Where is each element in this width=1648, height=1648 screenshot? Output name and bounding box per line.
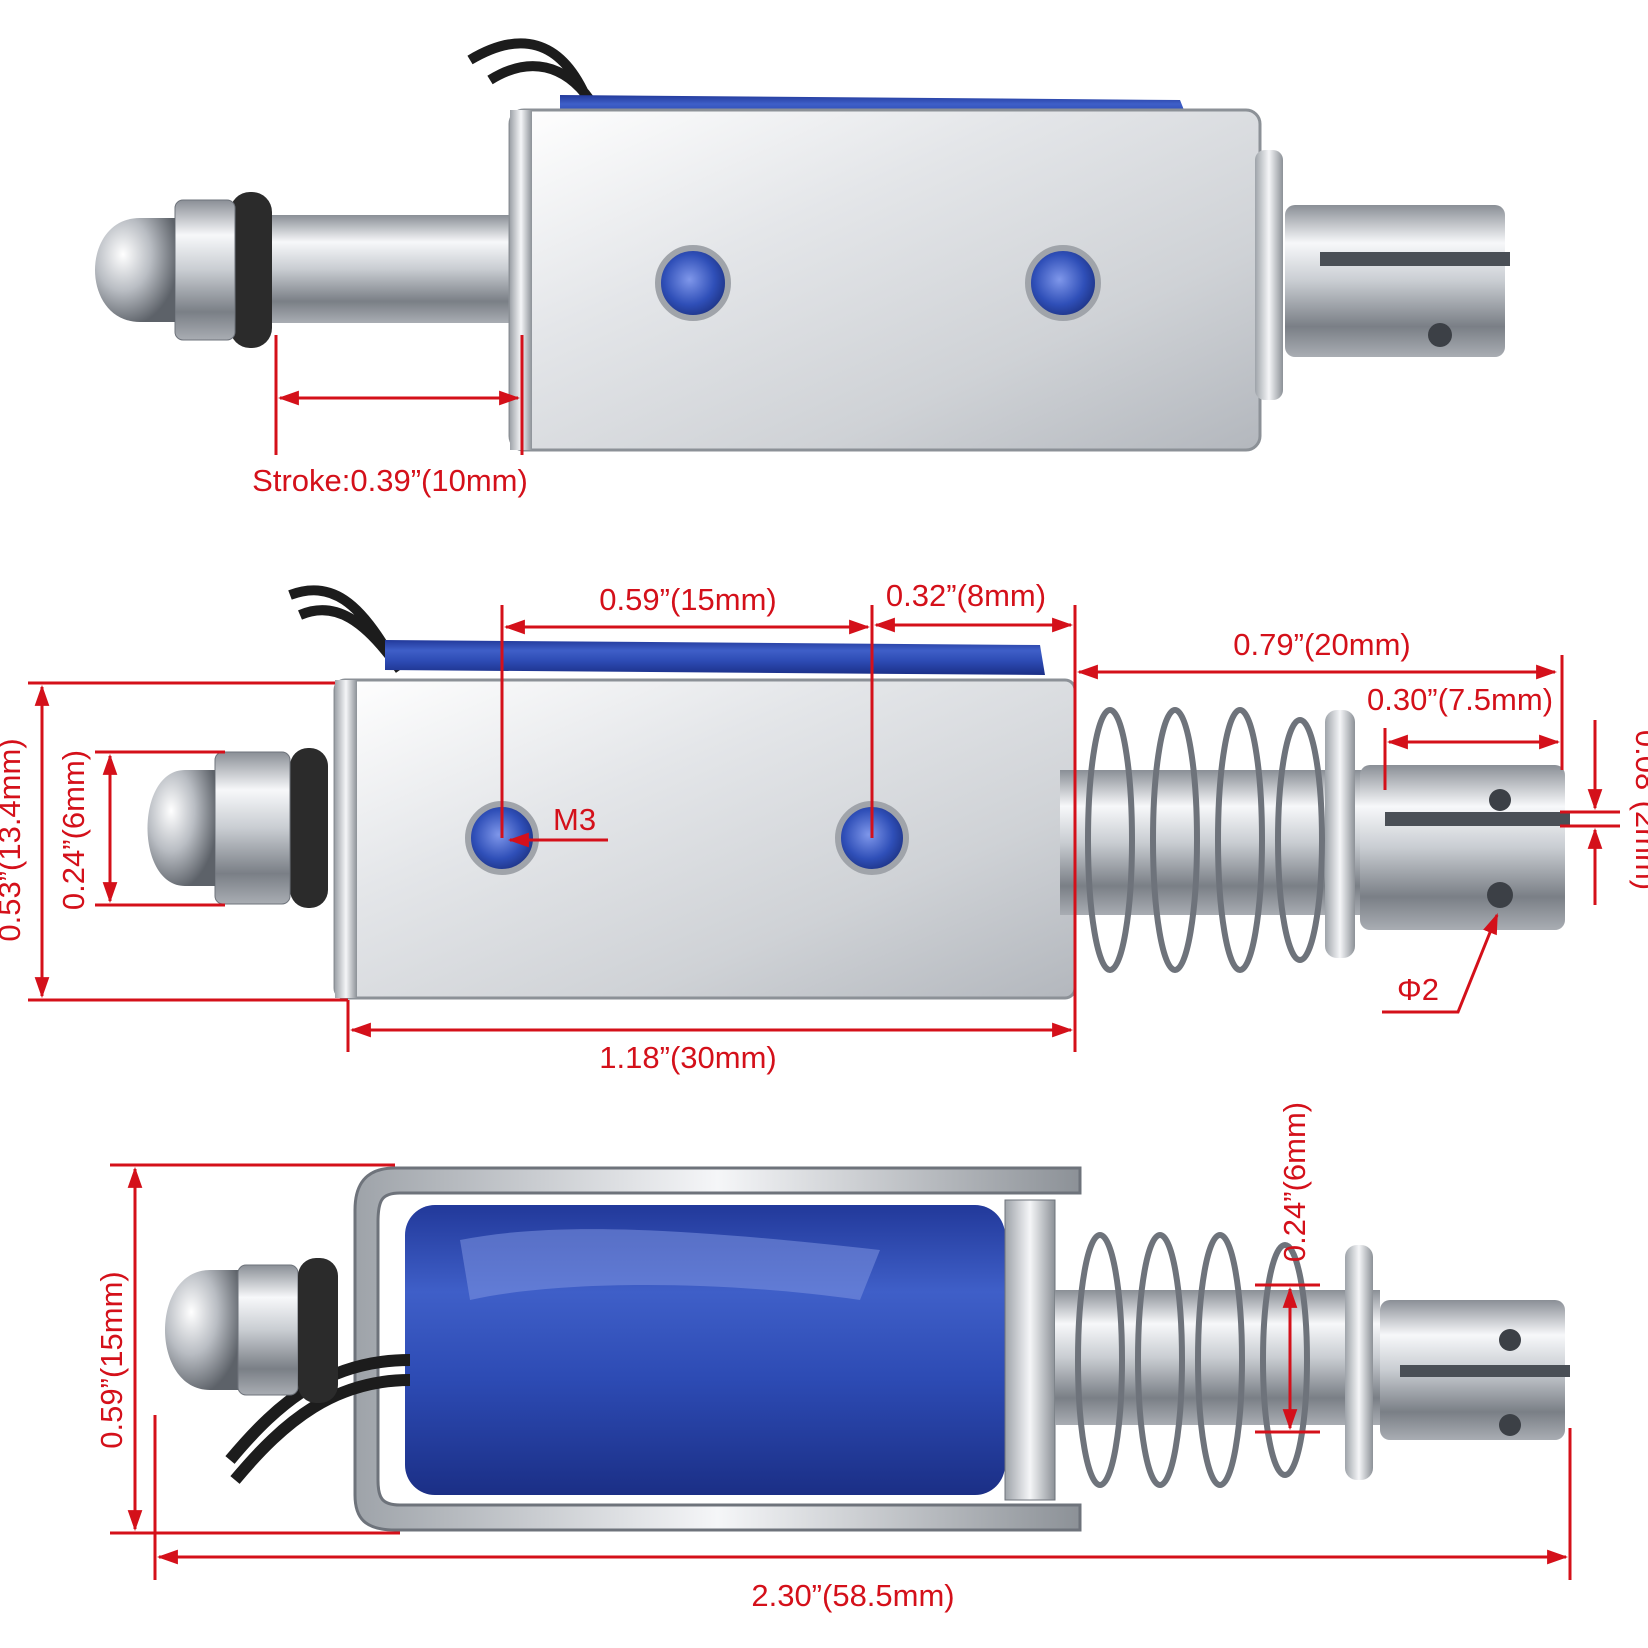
- retaining-washer: [1345, 1245, 1373, 1480]
- pin-hole-top: [1428, 323, 1452, 347]
- frame-length-label: 1.18”(30mm): [599, 1040, 776, 1075]
- clevis-slot: [1320, 252, 1510, 266]
- frame-edge: [335, 680, 357, 998]
- hole-to-edge-label: 0.32”(8mm): [886, 578, 1046, 613]
- o-ring: [230, 192, 272, 348]
- end-plate: [1004, 1199, 1056, 1501]
- plunger-diameter-label: 0.24”(6mm): [1277, 1102, 1312, 1262]
- mount-hole-right: [1025, 245, 1101, 321]
- clevis-slot: [1385, 812, 1570, 826]
- retaining-washer: [1325, 710, 1355, 958]
- nut-diameter-label: 0.24”(6mm): [56, 750, 91, 910]
- plunger-shaft: [1055, 1290, 1380, 1425]
- rear-washer: [1255, 150, 1283, 400]
- side-view-dimensions: 0.59”(15mm) 0.32”(8mm) 0.79”(20mm) 0.30”…: [0, 578, 1648, 1075]
- frame-plate: [508, 108, 1262, 452]
- return-spring: [1085, 707, 1325, 973]
- cap-nut: [165, 1270, 240, 1390]
- bottom-view: [165, 1166, 1570, 1532]
- lead-wires: [467, 38, 595, 103]
- mount-hole-left: [655, 245, 731, 321]
- frame-edge: [510, 110, 532, 450]
- o-ring: [290, 748, 328, 908]
- o-ring: [298, 1258, 338, 1403]
- cap-nut: [147, 770, 215, 886]
- bottom-view-dimensions: 0.59”(15mm) 0.24”(6mm) 2.30”(58.5mm): [94, 1102, 1572, 1613]
- clevis: [1285, 205, 1505, 357]
- hole-spacing-label: 0.59”(15mm): [599, 582, 776, 617]
- top-view: [95, 38, 1510, 452]
- clevis: [1360, 765, 1565, 930]
- pin-hole-label: Φ2: [1397, 972, 1439, 1007]
- clevis-slot: [1400, 1365, 1570, 1377]
- plunger-extension-label: 0.79”(20mm): [1233, 627, 1410, 662]
- top-view-dimensions: Stroke:0.39”(10mm): [252, 335, 528, 498]
- frame-plate: [333, 678, 1077, 1000]
- plunger-shaft: [1060, 770, 1365, 915]
- cap-nut: [95, 218, 175, 322]
- pin-hole-bottom: [1487, 882, 1513, 908]
- hex-nut: [174, 199, 236, 341]
- hex-nut: [237, 1264, 299, 1396]
- coil-highlight: [460, 1229, 880, 1300]
- slot-width-label: 0.08”(2mm): [1629, 730, 1648, 890]
- u-frame: [353, 1166, 1082, 1532]
- thread-label: M3: [553, 802, 596, 837]
- pin-hole-leader: [1382, 913, 1499, 1014]
- overall-length-label: 2.30”(58.5mm): [751, 1578, 954, 1613]
- coil-top-edge: [385, 640, 1045, 675]
- plunger-shaft: [260, 215, 530, 323]
- side-view: [147, 585, 1570, 1000]
- pin-hole-top: [1499, 1329, 1521, 1351]
- pin-hole-bottom: [1499, 1414, 1521, 1436]
- stroke-label: Stroke:0.39”(10mm): [252, 463, 528, 498]
- hex-nut: [214, 751, 291, 905]
- return-spring: [1075, 1232, 1310, 1488]
- pin-hole-top: [1489, 789, 1511, 811]
- lead-wires: [288, 585, 405, 673]
- body-width-label: 0.59”(15mm): [94, 1271, 129, 1448]
- clevis-length-label: 0.30”(7.5mm): [1367, 682, 1553, 717]
- frame-height-label: 0.53”(13.4mm): [0, 738, 27, 941]
